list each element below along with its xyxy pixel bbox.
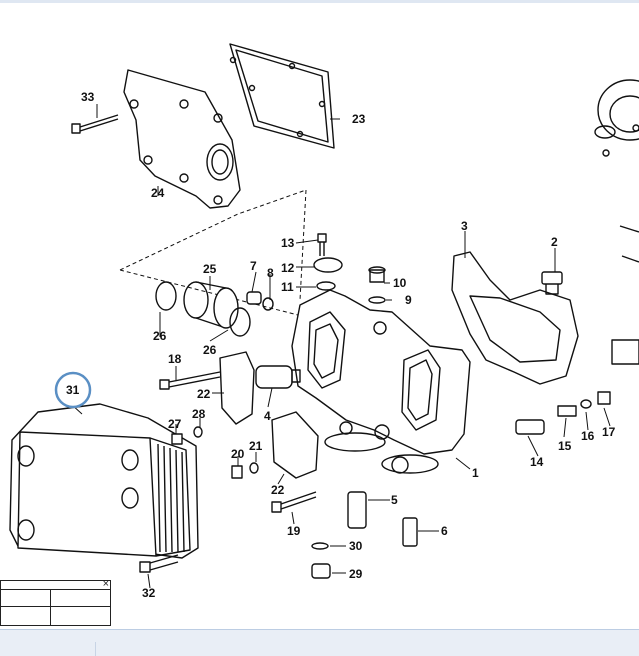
callout-32[interactable]: 32 — [142, 586, 156, 600]
callout-27[interactable]: 27 — [168, 417, 182, 431]
callout-7[interactable]: 7 — [250, 259, 257, 273]
table-divider — [1, 589, 110, 590]
callout-31[interactable]: 31 — [66, 383, 80, 397]
bottom-panel-cell — [0, 642, 96, 656]
callout-1[interactable]: 1 — [472, 466, 479, 480]
washer-28[interactable] — [193, 426, 203, 438]
plug-27[interactable] — [171, 433, 183, 445]
callout-30[interactable]: 30 — [349, 539, 363, 553]
oil-cooler-31[interactable] — [9, 403, 199, 559]
plug-20[interactable] — [231, 465, 243, 479]
gasket-22b[interactable] — [271, 411, 319, 479]
plug-2[interactable] — [541, 271, 563, 295]
housing-1[interactable] — [291, 289, 471, 474]
o-ring-26b[interactable] — [229, 307, 251, 337]
washer-9[interactable] — [368, 296, 386, 304]
callout-9[interactable]: 9 — [405, 293, 412, 307]
callout-18[interactable]: 18 — [168, 352, 182, 366]
callout-11[interactable]: 11 — [281, 280, 294, 294]
callout-21[interactable]: 21 — [249, 439, 263, 453]
bolt-18[interactable] — [159, 371, 221, 390]
close-icon[interactable]: × — [102, 578, 109, 590]
washer-8[interactable] — [262, 297, 274, 311]
callout-6[interactable]: 6 — [441, 524, 448, 538]
top-strip — [0, 0, 639, 3]
highlight-ring-31 — [54, 371, 92, 409]
bolt-19[interactable] — [271, 491, 317, 513]
callout-24[interactable]: 24 — [151, 186, 165, 200]
gasket-23[interactable] — [229, 43, 335, 149]
o-ring-11[interactable] — [316, 281, 336, 291]
callout-3[interactable]: 3 — [461, 219, 468, 233]
adjacent-parts-right — [594, 79, 639, 365]
callout-23[interactable]: 23 — [352, 112, 366, 126]
screw-13[interactable] — [317, 233, 327, 256]
callout-29[interactable]: 29 — [349, 567, 363, 581]
plug-7[interactable] — [246, 291, 262, 305]
valve-25[interactable] — [183, 281, 239, 329]
callout-12[interactable]: 12 — [281, 261, 295, 275]
cover-plate-24[interactable] — [123, 69, 241, 209]
callout-22a[interactable]: 22 — [197, 387, 211, 401]
parts-list-popup: × — [0, 578, 111, 626]
callout-16[interactable]: 16 — [581, 429, 595, 443]
table-divider — [1, 606, 110, 607]
washer-30[interactable] — [311, 542, 329, 550]
plug-10[interactable] — [368, 266, 386, 283]
valve-4[interactable] — [255, 365, 301, 389]
callout-14[interactable]: 14 — [530, 455, 544, 469]
callout-15[interactable]: 15 — [558, 439, 572, 453]
callout-13[interactable]: 13 — [281, 236, 295, 250]
callout-26a[interactable]: 26 — [153, 329, 167, 343]
gasket-3[interactable] — [451, 251, 579, 385]
bolt-33[interactable] — [71, 114, 119, 134]
callout-33[interactable]: 33 — [81, 90, 95, 104]
callout-2[interactable]: 2 — [551, 235, 558, 249]
bottom-panel — [0, 629, 639, 656]
callout-26b[interactable]: 26 — [203, 343, 217, 357]
callout-10[interactable]: 10 — [393, 276, 407, 290]
callout-19[interactable]: 19 — [287, 524, 301, 538]
fitting-5[interactable] — [347, 491, 367, 529]
plug-29[interactable] — [311, 563, 331, 579]
sensor-14[interactable] — [515, 419, 545, 435]
o-ring-26a[interactable] — [155, 281, 177, 311]
callout-17[interactable]: 17 — [602, 425, 616, 439]
callout-25[interactable]: 25 — [203, 262, 217, 276]
table-column-divider — [50, 590, 51, 625]
callout-28[interactable]: 28 — [192, 407, 206, 421]
fitting-6[interactable] — [402, 517, 418, 547]
callout-8[interactable]: 8 — [267, 266, 274, 280]
exploded-parts-diagram: 33 23 24 13 3 2 12 25 7 8 11 10 9 26 26 … — [9, 43, 639, 600]
callout-22b[interactable]: 22 — [271, 483, 285, 497]
washer-16[interactable] — [580, 399, 592, 409]
gasket-22a[interactable] — [219, 351, 255, 425]
callout-5[interactable]: 5 — [391, 493, 398, 507]
bolt-32[interactable] — [139, 554, 179, 573]
plug-17[interactable] — [597, 391, 611, 405]
cap-12[interactable] — [313, 257, 343, 273]
sleeve-15[interactable] — [557, 405, 577, 417]
callout-20[interactable]: 20 — [231, 447, 245, 461]
washer-21[interactable] — [249, 462, 259, 474]
callout-4[interactable]: 4 — [264, 409, 271, 423]
